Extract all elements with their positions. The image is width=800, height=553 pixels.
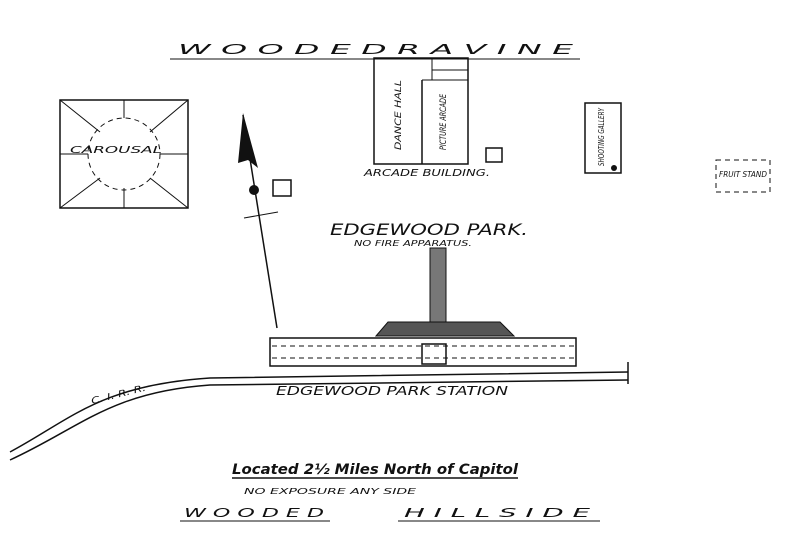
fire-apparatus-note: NO FIRE APPARATUS. [354,239,472,248]
location-text: Located 2½ Miles North of Capitol [232,462,518,478]
arcade-building: DANCE HALL PICTURE ARCADE [373,57,469,165]
small-shed [272,179,292,197]
shooting-gallery-building: SHOOTING GALLERY [584,102,622,174]
picture-arcade-label: PICTURE ARCADE [439,94,449,150]
exposure-text: NO EXPOSURE ANY SIDE [244,487,418,496]
small-shed-2 [485,147,503,163]
shooting-gallery-label: SHOOTING GALLERY [597,107,606,166]
fruit-stand-building: FRUIT STAND [715,159,771,193]
map-title: EDGEWOOD PARK. [330,220,528,239]
fruit-stand-label: FRUIT STAND [719,170,767,179]
arcade-building-label: ARCADE BUILDING. [363,168,490,179]
carousal-building: CAROUSAL [59,99,189,209]
dance-hall-label: DANCE HALL [394,80,404,150]
top-boundary-label: W O O D E D R A V I N E [178,43,575,58]
bottom-left-boundary-label: W O O D E D [184,506,324,520]
railroad-track [9,362,629,461]
station-building [269,247,577,367]
north-arrow-icon [238,113,279,329]
railroad-label: C. I. R. R. [90,384,147,407]
carousal-label: CAROUSAL [70,145,162,156]
bottom-right-boundary-label: H I L L S I D E [404,506,591,520]
station-label: EDGEWOOD PARK STATION [276,384,508,398]
